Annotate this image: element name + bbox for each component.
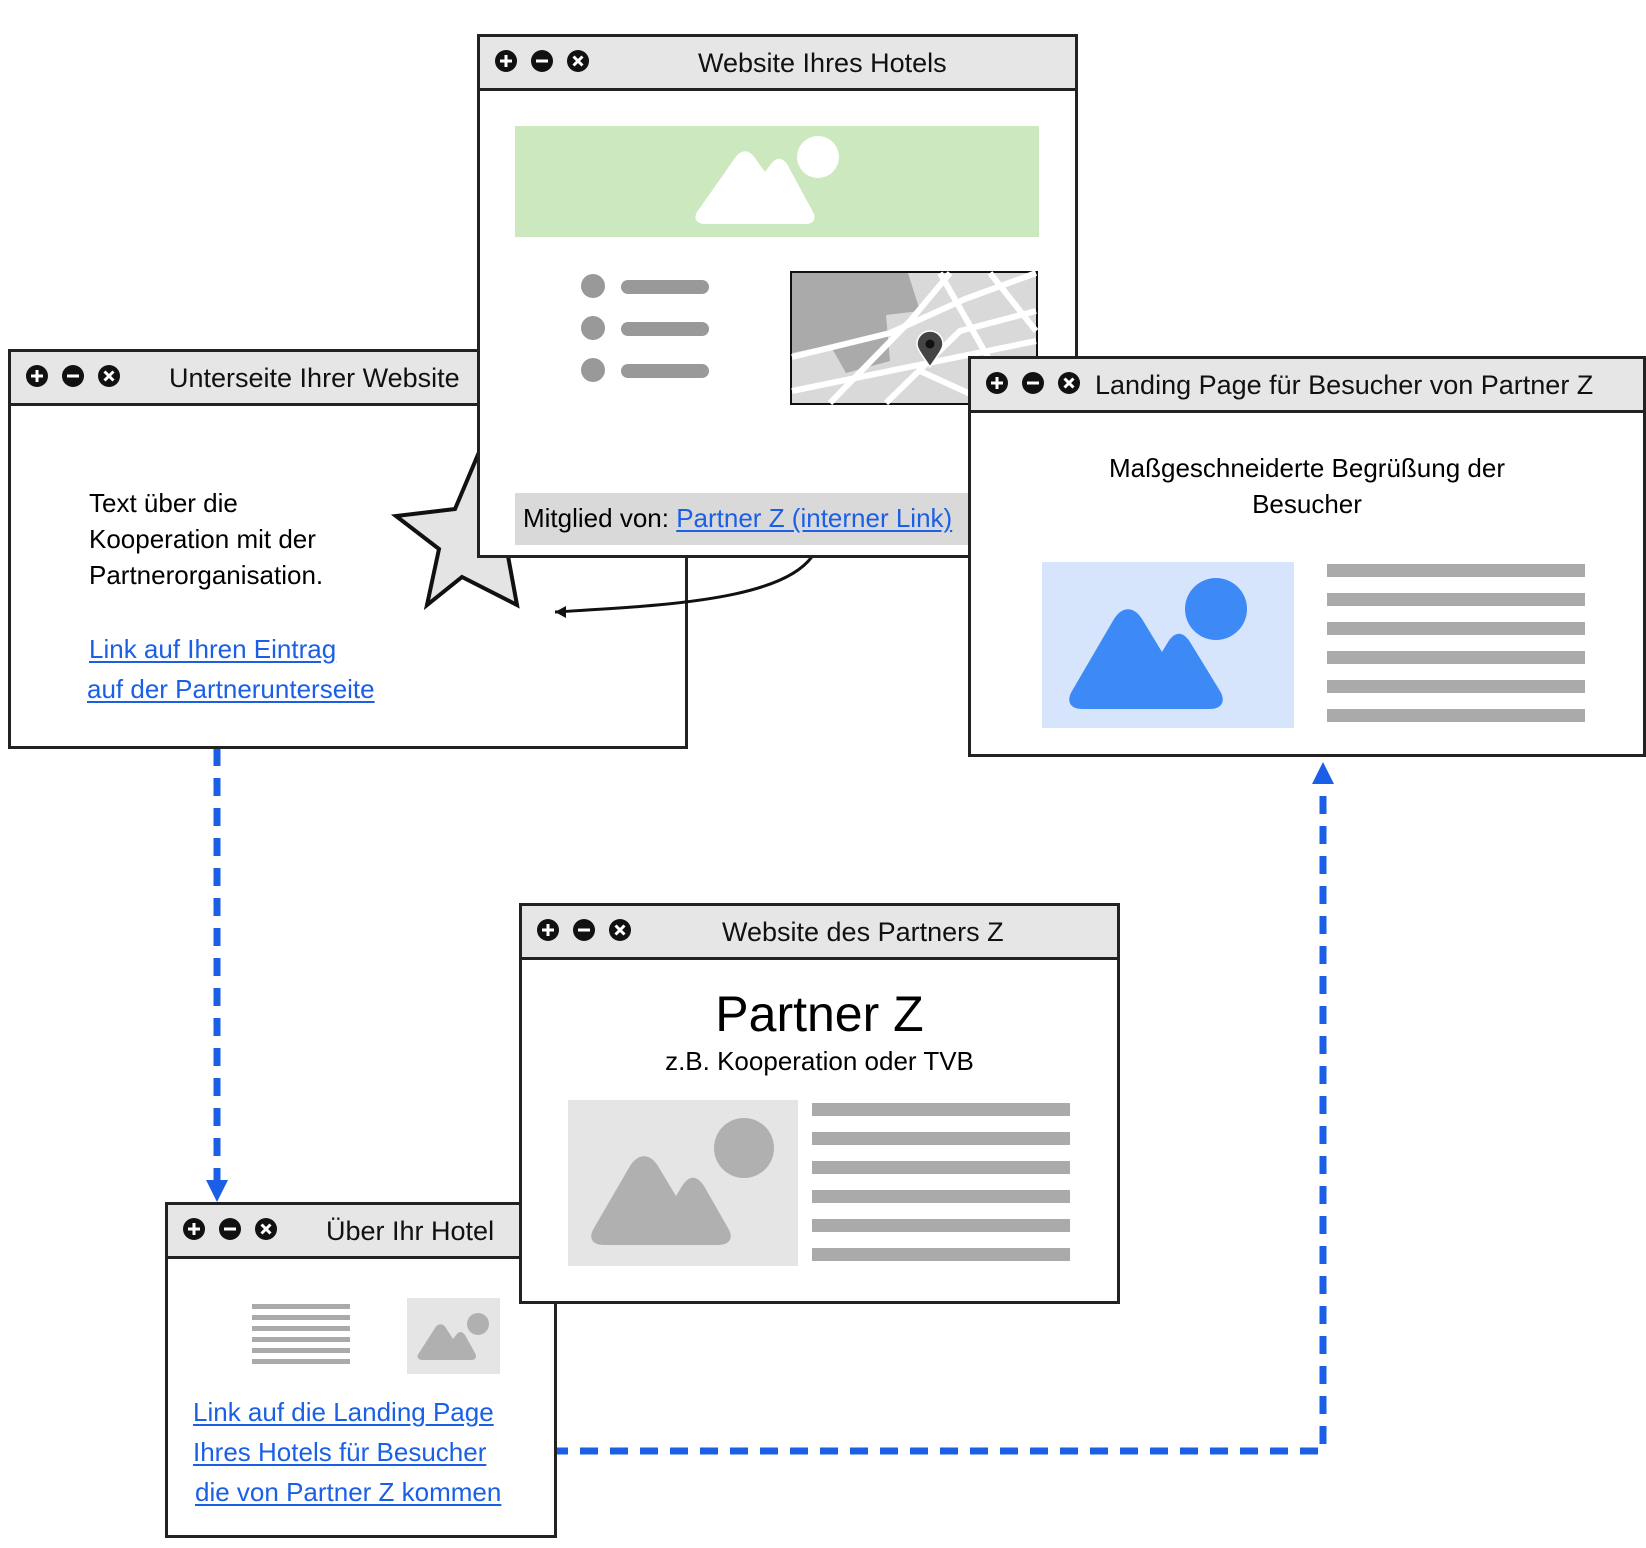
partner-subheading: z.B. Kooperation oder TVB: [665, 1046, 974, 1076]
member-label: Mitglied von: Partner Z (interner Link): [523, 500, 952, 536]
greeting-line-1: Maßgeschneiderte Begrüßung der: [1108, 453, 1505, 483]
plus-circle-icon[interactable]: [536, 918, 560, 942]
minus-circle-icon[interactable]: [61, 364, 85, 388]
plus-circle-icon[interactable]: [182, 1217, 206, 1241]
subpage-text-line-2: Kooperation mit der: [89, 524, 316, 554]
subpage-link-line-2[interactable]: auf der Partnerunterseite: [87, 674, 375, 704]
plus-circle-icon[interactable]: [985, 371, 1009, 395]
landing-image-icon: [1042, 562, 1294, 728]
partner-text-lines: [812, 1103, 1070, 1261]
partner-website-window: Website des Partners Z Partner Z z.B. Ko…: [519, 903, 1120, 1304]
minus-circle-icon[interactable]: [572, 918, 596, 942]
subpage-text-line-1: Text über die: [89, 488, 238, 518]
plus-circle-icon[interactable]: [25, 364, 49, 388]
close-circle-icon[interactable]: [566, 49, 590, 73]
close-circle-icon[interactable]: [254, 1217, 278, 1241]
close-circle-icon[interactable]: [97, 364, 121, 388]
partner-image-icon: [568, 1100, 798, 1266]
about-image-icon: [407, 1298, 500, 1374]
greeting-line-2: Besucher: [1252, 489, 1362, 519]
landing-page-window: Landing Page für Besucher von Partner Z …: [968, 356, 1646, 757]
about-link-line-2[interactable]: Ihres Hotels für Besucher: [193, 1437, 487, 1467]
minus-circle-icon[interactable]: [530, 49, 554, 73]
hero-image-icon: [515, 126, 1039, 237]
partner-website-titlebar: Website des Partners Z: [522, 906, 1117, 960]
partner-website-title: Website des Partners Z: [722, 917, 1004, 947]
partner-heading: Partner Z: [715, 986, 924, 1042]
internal-link-arrow: [554, 537, 822, 614]
about-text-lines: [252, 1304, 350, 1364]
plus-circle-icon[interactable]: [494, 49, 518, 73]
about-hotel-titlebar: Über Ihr Hotel: [168, 1205, 554, 1259]
landing-page-title: Landing Page für Besucher von Partner Z: [1095, 370, 1594, 400]
subpage-title: Unterseite Ihrer Website: [169, 363, 460, 393]
close-circle-icon[interactable]: [608, 918, 632, 942]
landing-text-lines: [1327, 564, 1585, 722]
close-circle-icon[interactable]: [1057, 371, 1081, 395]
member-link[interactable]: Partner Z (interner Link): [676, 503, 953, 533]
hotel-website-titlebar: Website Ihres Hotels: [480, 37, 1075, 91]
subpage-link-line-1[interactable]: Link auf Ihren Eintrag: [89, 634, 337, 664]
map-pin-icon: [916, 330, 944, 369]
about-link-line-3[interactable]: die von Partner Z kommen: [195, 1477, 502, 1507]
about-hotel-window: Über Ihr Hotel Link auf die Landing Page…: [165, 1202, 557, 1538]
minus-circle-icon[interactable]: [1021, 371, 1045, 395]
subpage-text-line-3: Partnerorganisation.: [89, 560, 324, 590]
member-bar: [515, 493, 1039, 545]
dashed-arrow-about-to-landing: [520, 762, 1334, 1455]
minus-circle-icon[interactable]: [218, 1217, 242, 1241]
list-icon: [581, 274, 709, 382]
landing-page-titlebar: Landing Page für Besucher von Partner Z: [971, 359, 1643, 413]
dashed-arrow-subpage-to-about: [206, 748, 228, 1202]
member-prefix: Mitglied von:: [523, 503, 669, 533]
about-hotel-title: Über Ihr Hotel: [326, 1216, 495, 1246]
hotel-website-title: Website Ihres Hotels: [698, 48, 947, 78]
about-link-line-1[interactable]: Link auf die Landing Page: [193, 1397, 494, 1427]
